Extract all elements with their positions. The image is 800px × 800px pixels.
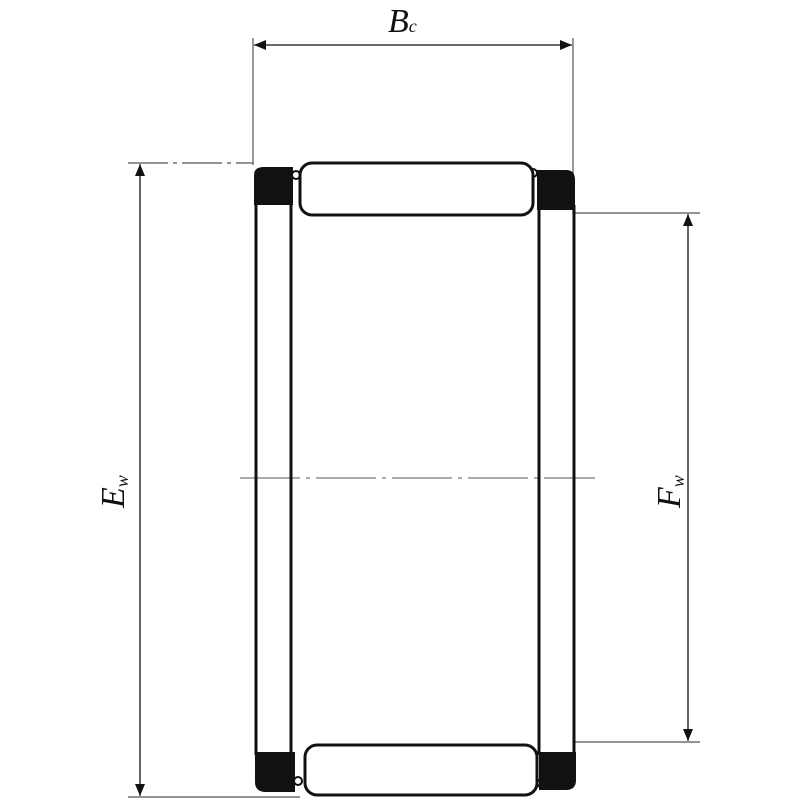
label-bc: Bc [388,3,417,40]
outer-ring [254,200,576,755]
roller-top [298,161,535,217]
roller-bottom [303,743,539,797]
extension-lines [128,38,700,798]
ring-lips [254,167,576,792]
label-fw: Fw [651,475,688,509]
label-ew: Ew [95,475,132,509]
